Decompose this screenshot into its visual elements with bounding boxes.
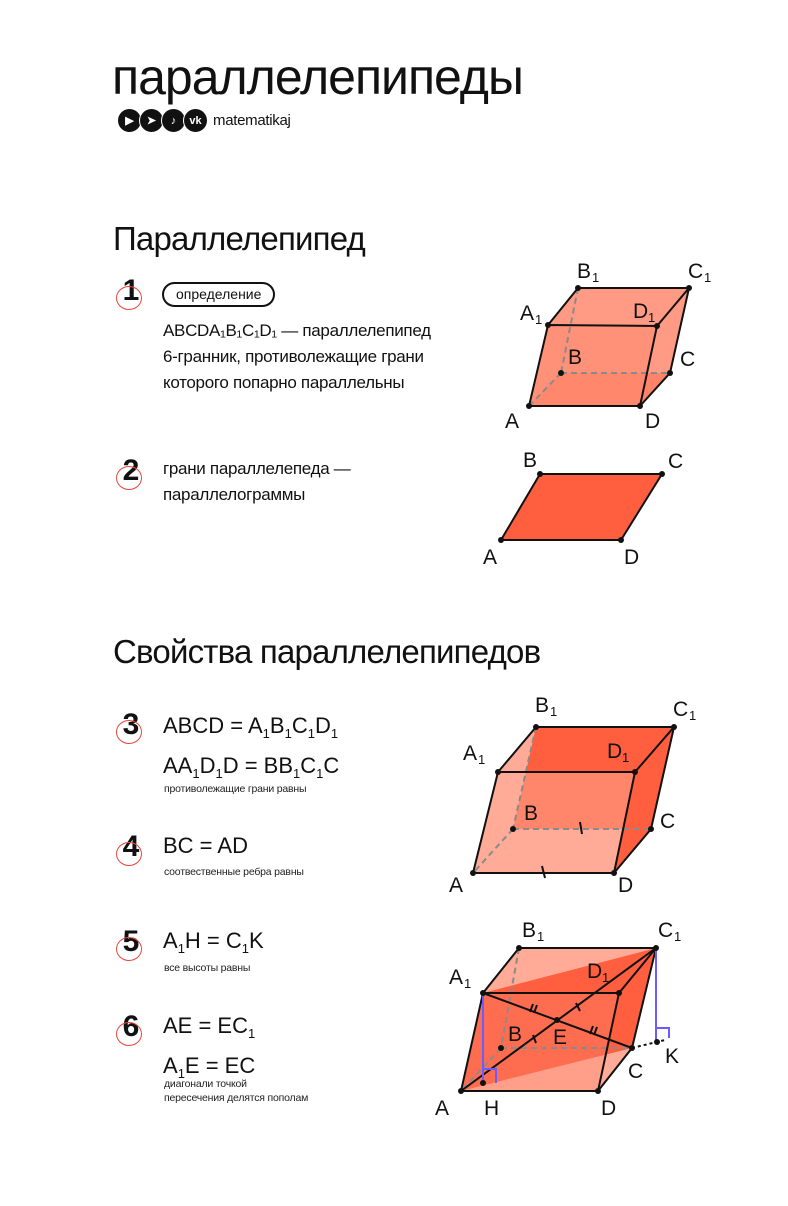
faces-text: грани параллелепеда — параллелограммы [163,459,351,504]
ring-icon [116,466,142,490]
definition-tag: определение [162,282,276,307]
svg-text:1: 1 [464,976,471,991]
svg-text:1: 1 [478,752,485,767]
svg-text:1: 1 [537,929,544,944]
svg-text:A: A [449,966,463,989]
note-diagonals: диагонали точкой пересечения делятся поп… [164,1078,309,1104]
svg-text:D: D [601,1097,616,1120]
svg-text:1: 1 [689,708,696,723]
section-heading-properties: Свойства параллелепипедов [113,633,541,670]
svg-text:A: A [449,874,463,897]
youtube-icon[interactable]: ▶ [117,108,142,133]
svg-text:E: E [553,1026,567,1049]
figure-parallelogram: A D C B [483,449,683,569]
svg-text:B: B [568,346,582,369]
svg-text:D: D [633,300,648,323]
page-title: параллелепипеды [112,49,524,105]
svg-text:C: C [628,1060,643,1083]
svg-text:D: D [645,410,660,433]
svg-text:K: K [665,1045,679,1068]
ring-icon [116,1022,142,1046]
equation-diagonals: AE = EC1 A1E = EC [163,1013,256,1081]
vk-icon[interactable]: vk [183,108,208,133]
ring-icon [116,286,142,310]
equation-heights: A1H = C1K [163,928,264,956]
svg-text:B: B [577,260,591,283]
item-number-4: 4 [116,832,144,866]
svg-text:C: C [660,810,675,833]
social-links: ▶ ➤ ♪ vk matematikaj [117,108,291,133]
svg-text:B: B [522,919,536,942]
svg-text:A: A [483,546,497,569]
svg-text:B: B [535,694,549,717]
svg-text:C: C [680,348,695,371]
svg-text:C: C [668,450,683,473]
equation-line: AA1D1D = BB1C1C [163,753,340,781]
note-heights: все высоты равны [164,962,251,974]
svg-text:C: C [673,698,688,721]
svg-text:A: A [435,1097,449,1120]
svg-text:A: A [463,742,477,765]
svg-text:1: 1 [592,270,599,285]
section-heading-parallelepiped: Параллелепипед [113,220,366,257]
svg-text:D: D [607,740,622,763]
svg-text:H: H [484,1097,499,1120]
svg-text:C: C [688,260,703,283]
equation-line: ABCD = A1B1C1D1 [163,713,339,741]
svg-text:B: B [523,449,537,472]
equation-edges: BC = AD [163,833,248,858]
svg-text:B: B [524,802,538,825]
svg-text:1: 1 [674,929,681,944]
svg-text:1: 1 [648,310,655,325]
item-number-5: 5 [116,927,144,961]
ring-icon [116,720,142,744]
social-handle[interactable]: matematikaj [213,112,291,129]
item-number-2: 2 [116,456,144,490]
item-number-6: 6 [116,1012,144,1046]
svg-text:B: B [508,1023,522,1046]
svg-text:A: A [520,302,534,325]
svg-text:D: D [624,546,639,569]
definition-text: ABCDA₁B₁C₁D₁ — параллелепипед 6-гранник,… [163,321,431,392]
svg-text:1: 1 [602,970,609,985]
note-opposite-faces: противолежащие грани равны [164,783,307,795]
equation-faces: ABCD = A1B1C1D1 AA1D1D = BB1C1C [163,710,339,790]
svg-text:D: D [618,874,633,897]
svg-text:A: A [505,410,519,433]
svg-text:D: D [587,960,602,983]
item-number-1: 1 [116,276,144,310]
ring-icon [116,937,142,961]
svg-text:1: 1 [535,312,542,327]
svg-text:1: 1 [704,270,711,285]
item-number-3: 3 [116,710,144,744]
note-edges: соотвественные ребра равны [164,866,304,878]
svg-text:1: 1 [550,704,557,719]
ring-icon [116,842,142,866]
svg-text:1: 1 [622,750,629,765]
tiktok-icon[interactable]: ♪ [161,108,186,133]
svg-text:C: C [658,919,673,942]
